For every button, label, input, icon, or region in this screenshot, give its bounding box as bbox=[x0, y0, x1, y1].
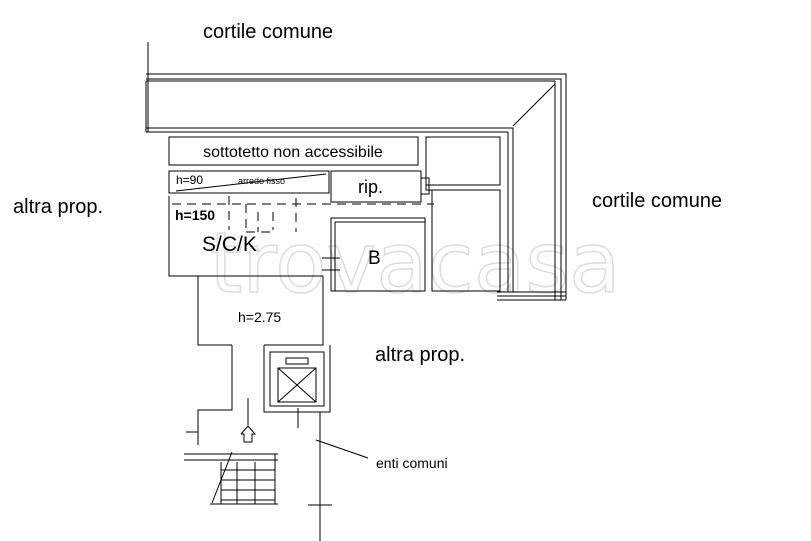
watermark: trovacasa bbox=[209, 214, 620, 312]
sottotetto-label: sottotetto non accessibile bbox=[203, 144, 383, 161]
rip-label: rip. bbox=[358, 177, 383, 197]
altra-right-label: altra prop. bbox=[375, 344, 465, 366]
h275-label: h=2.75 bbox=[238, 309, 281, 325]
cortile-right-label: cortile comune bbox=[592, 190, 722, 212]
altra-left-label: altra prop. bbox=[13, 196, 103, 218]
sck-label: S/C/K bbox=[202, 233, 257, 256]
h150-label: h=150 bbox=[175, 207, 215, 223]
enti-label: enti comuni bbox=[376, 455, 448, 471]
h90-label: h=90 bbox=[176, 173, 203, 187]
b-label: B bbox=[368, 248, 381, 269]
cortile-top-label: cortile comune bbox=[203, 21, 333, 43]
building-walls bbox=[145, 42, 567, 541]
arredo-label: arredo fisso bbox=[238, 176, 285, 186]
